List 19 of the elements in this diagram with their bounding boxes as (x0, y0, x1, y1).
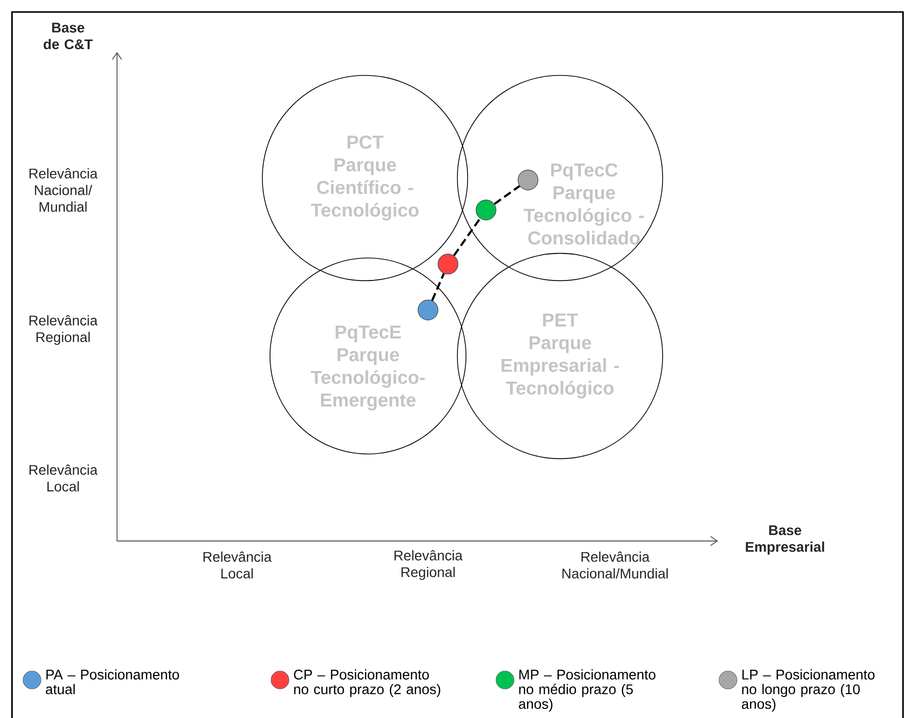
tick-label: Relevância Local (204, 552, 272, 579)
tick-label: Relevância Local (30, 464, 98, 492)
position-dot (438, 254, 458, 274)
tick-label: Relevância Nacional/ Mundial (30, 168, 98, 212)
legend-text: LP – Posicionamento no longo prazo (10 anos) (742, 669, 874, 712)
dashed-line (494, 185, 520, 205)
tick-label: Relevância Regional (394, 550, 463, 580)
position-dot (418, 300, 438, 320)
axis-title: Base de C&T (44, 22, 93, 50)
tick-label: Relevância Regional (30, 315, 98, 345)
position-dot (518, 170, 538, 190)
dashed-line (453, 218, 481, 256)
legend-text: CP – Posicionamento no curto prazo (2 anos) (294, 669, 440, 697)
axis-title: Base Empresarial (746, 525, 824, 555)
position-dot (476, 200, 496, 220)
dashed-line (431, 273, 445, 301)
legend-text: PA – Posicionamento atual (46, 669, 180, 694)
tick-label: Relevância Nacional/Mundial (562, 552, 668, 579)
legend-text: MP – Posicionamento no médio prazo (5 anos) (518, 669, 656, 712)
